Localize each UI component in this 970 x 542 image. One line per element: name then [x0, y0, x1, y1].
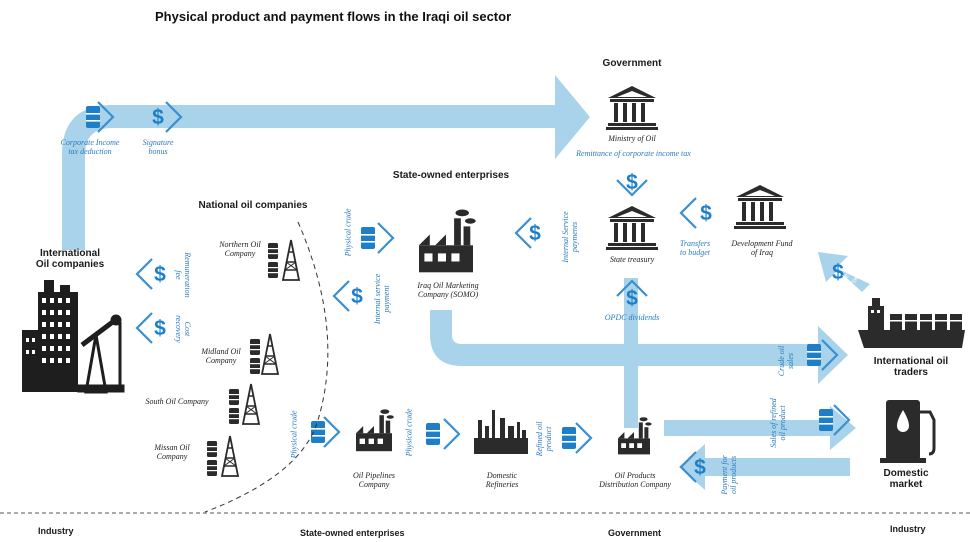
state-owned-header: State-owned enterprises	[392, 170, 510, 181]
internal-service-payment-label: Internal service payment	[373, 273, 391, 325]
fuel-pump-icon	[880, 400, 936, 463]
opdc-to-treasury-band	[624, 278, 638, 428]
cost-recovery-label: Cost recovery	[174, 315, 192, 343]
opdc-dividends-label: OPDC dividends	[604, 313, 660, 322]
internal-service-payments-label: Internal Service payments	[561, 211, 579, 263]
south-oil-label: South Oil Company	[145, 397, 209, 406]
government-header: Government	[602, 58, 662, 69]
ioc-building-icon	[22, 280, 78, 392]
signature-bonus-label: Signature bonus	[142, 138, 174, 156]
state-treasury-label: State treasury	[609, 255, 655, 264]
ministry-of-oil-icon	[606, 86, 658, 130]
physical-crude-top-label: Physical crude	[343, 208, 353, 257]
somo-to-traders-band	[430, 310, 848, 384]
ministry-of-oil-label: Ministry of Oil	[608, 134, 656, 143]
remuneration-fee-label: Remuneration fee	[174, 252, 192, 298]
payment-for-oil-products-label: Payment for oil products	[720, 455, 738, 495]
sales-to-domestic-band	[664, 406, 856, 450]
somo-label: Iraq Oil Marketing Company (SOMO)	[417, 281, 479, 299]
flow-bands	[62, 75, 870, 490]
somo-factory-icon	[419, 209, 476, 273]
ioc-header: International Oil companies	[35, 248, 105, 271]
footer-industry-left: Industry	[38, 526, 74, 536]
refined-oil-product-label: Refined oil product	[535, 421, 553, 457]
refinery-icon	[474, 410, 528, 454]
refineries-label: Domestic Refineries	[485, 471, 519, 489]
corporate-income-tax-deduction-label: Corporate Income tax deduction	[60, 138, 120, 156]
footer-industry-right: Industry	[890, 524, 926, 534]
opdc-label: Oil Products Distribution Company	[599, 471, 671, 489]
development-fund-label: Development Fund of Iraq	[731, 239, 793, 257]
footer-state-owned: State-owned enterprises	[300, 528, 405, 538]
pipelines-factory-icon	[356, 409, 394, 452]
page-title: Physical product and payment flows in th…	[155, 9, 512, 24]
northern-oil-label: Northern Oil Company	[219, 240, 261, 258]
sales-of-refined-oil-label: Sales of refined oil product	[769, 398, 787, 448]
midland-oil-label: Midland Oil Company	[201, 347, 241, 365]
crude-oil-sales-label: Crude oil sales	[777, 345, 795, 377]
pumpjack-icon	[77, 314, 125, 394]
pipelines-label: Oil Pipelines Company	[353, 471, 395, 489]
payment-from-domestic-band	[679, 444, 850, 490]
footer-government: Government	[608, 528, 662, 538]
physical-crude-mid-label: Physical crude	[404, 408, 414, 457]
tanker-ship-icon	[858, 298, 965, 348]
national-oil-header: National oil companies	[198, 200, 308, 211]
ioc-to-government-band	[62, 75, 590, 250]
missan-oil-label: Missan Oil Company	[154, 443, 190, 461]
state-treasury-icon	[606, 206, 658, 250]
physical-crude-left-label: Physical crude	[289, 410, 299, 459]
transfers-to-budget-label: Transfers to budget	[679, 239, 711, 257]
development-fund-icon	[734, 185, 786, 229]
traders-header: International oil traders	[873, 356, 949, 379]
remittance-label: Remittance of corporate income tax	[576, 149, 691, 158]
crude-proceeds-band	[818, 252, 870, 292]
boundary-dashed-line	[204, 221, 329, 513]
domestic-market-header: Domestic market	[883, 468, 929, 491]
